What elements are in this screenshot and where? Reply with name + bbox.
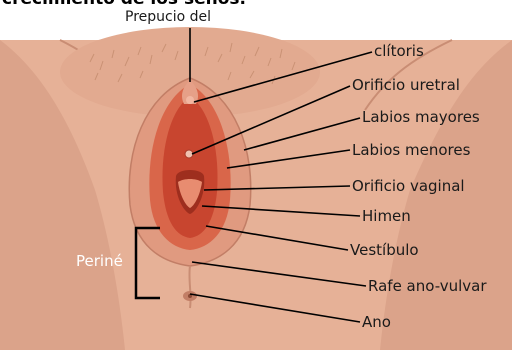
label-labia-majora: Labios mayores xyxy=(362,108,480,126)
label-labia-minora: Labios menores xyxy=(352,141,470,159)
clitoris-gland xyxy=(186,96,194,104)
label-raphe: Rafe ano-vulvar xyxy=(368,277,487,295)
label-perineum: Periné xyxy=(76,252,123,270)
urethral-orifice-mark xyxy=(185,150,193,158)
label-anus: Ano xyxy=(362,313,391,331)
label-vestibule: Vestíbulo xyxy=(350,241,419,259)
label-prepuce: Prepucio del xyxy=(125,8,211,26)
label-hymen: Himen xyxy=(362,207,411,225)
raphe-line xyxy=(189,266,190,308)
label-vaginal-orifice: Orificio vaginal xyxy=(352,177,465,195)
label-urethral-orifice: Orificio uretral xyxy=(352,76,460,94)
label-clitoris: clítoris xyxy=(374,42,424,60)
